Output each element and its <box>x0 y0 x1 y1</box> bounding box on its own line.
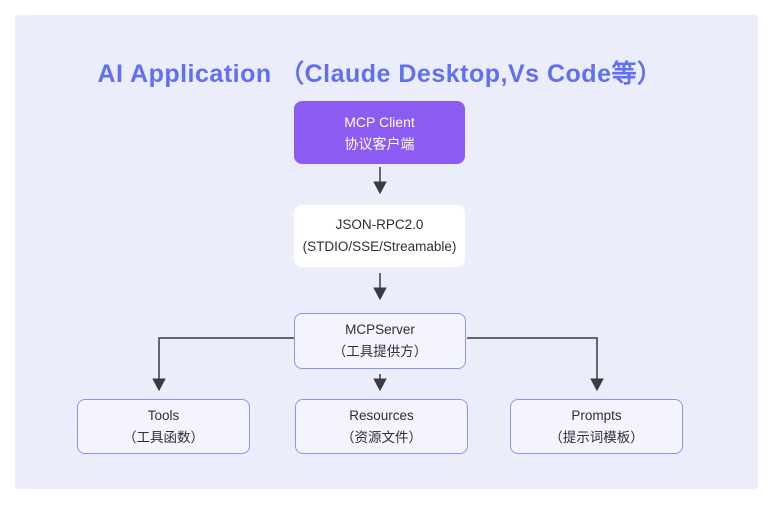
node-json-rpc: JSON-RPC2.0 (STDIO/SSE/Streamable) <box>294 205 465 267</box>
node-prompts: Prompts （提示词模板） <box>510 399 683 454</box>
diagram-title: AI Application （Claude Desktop,Vs Code等） <box>97 60 663 88</box>
node-mcp-client: MCP Client 协议客户端 <box>294 101 465 164</box>
node-resources: Resources （资源文件） <box>295 399 468 454</box>
node-resources-subtitle: （资源文件） <box>341 429 422 445</box>
node-mcp-client-title: MCP Client <box>344 113 415 130</box>
node-mcp-server: MCPServer （工具提供方） <box>294 313 466 369</box>
node-tools-subtitle: （工具函数） <box>123 429 204 445</box>
node-json-rpc-title: JSON-RPC2.0 <box>335 217 424 232</box>
node-tools-title: Tools <box>147 407 180 423</box>
node-resources-title: Resources <box>349 407 414 423</box>
node-json-rpc-subtitle: (STDIO/SSE/Streamable) <box>302 239 457 254</box>
node-prompts-subtitle: （提示词模板） <box>549 429 644 445</box>
node-prompts-title: Prompts <box>571 407 622 423</box>
node-mcp-server-subtitle: （工具提供方） <box>332 344 428 359</box>
node-tools: Tools （工具函数） <box>77 399 250 454</box>
node-mcp-server-title: MCPServer <box>345 322 415 337</box>
node-mcp-client-subtitle: 协议客户端 <box>344 135 415 152</box>
